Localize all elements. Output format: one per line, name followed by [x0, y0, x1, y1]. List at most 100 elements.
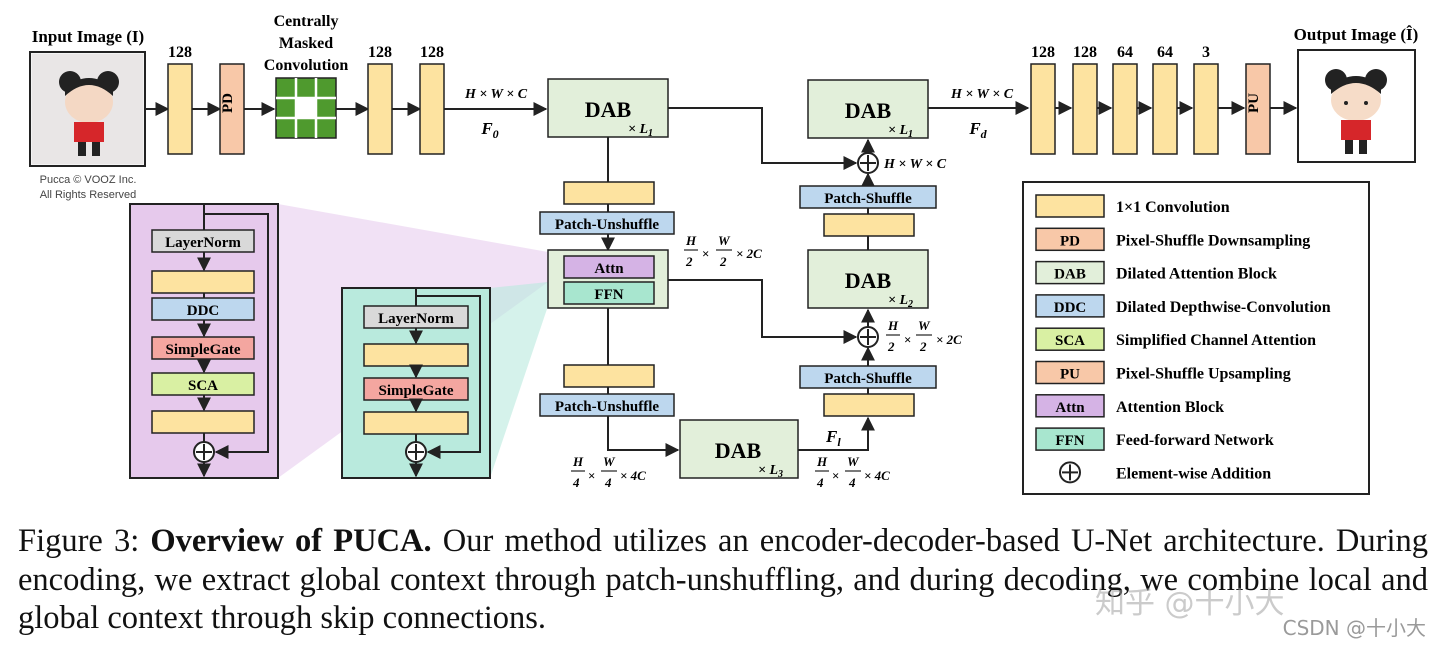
- legend-swatch: [1035, 394, 1105, 418]
- legend-text: Pixel-Shuffle Upsampling: [1116, 366, 1291, 383]
- svg-text:4: 4: [572, 475, 580, 490]
- svg-text:H: H: [887, 318, 899, 333]
- dec-channel-label: 3: [1202, 44, 1210, 61]
- conv1x1-block: [823, 393, 915, 417]
- centrally-masked-line: Convolution: [264, 57, 349, 74]
- legend-swatch: [1035, 427, 1105, 451]
- conv1x1-block: [419, 63, 445, 155]
- legend-text: 1×1 Convolution: [1116, 199, 1230, 216]
- legend-text: Feed-forward Network: [1116, 432, 1274, 449]
- dab-level: × L2: [888, 293, 913, 310]
- caption-body: Our method utilizes an encoder-decoder-b…: [18, 523, 1428, 636]
- legend-key: SCA: [1055, 333, 1085, 349]
- arrow-to-dab3: [607, 416, 680, 457]
- patch-shuffle-label: Patch-Shuffle: [824, 191, 912, 207]
- centrally-masked-line: Masked: [279, 35, 333, 52]
- caption-title: Overview of PUCA.: [150, 523, 432, 559]
- legend-item: DDC Dilated Depthwise-Convolution: [1035, 294, 1331, 318]
- legend-text: Dilated Depthwise-Convolution: [1116, 299, 1331, 316]
- centrally-masked-line: Centrally: [274, 13, 339, 30]
- dab-block-l2: [807, 249, 929, 309]
- enc-channel-label: 128: [420, 44, 444, 61]
- legend-key: DAB: [1054, 267, 1086, 283]
- enc-channel-label: 128: [168, 44, 192, 61]
- ffn-label: FFN: [594, 287, 623, 303]
- conv1x1-block: [151, 270, 255, 294]
- zhihu-watermark: 知乎 @十小大: [1095, 586, 1285, 621]
- conv1x1-block: [1152, 63, 1178, 155]
- skip-connection-2: [668, 279, 858, 344]
- legend-item: SCA Simplified Channel Attention: [1035, 327, 1316, 351]
- patch-unshuffle-label: Patch-Unshuffle: [555, 399, 660, 415]
- caption-prefix: Figure 3:: [18, 523, 151, 559]
- conv1x1-block: [363, 343, 469, 367]
- conv1x1-block: [151, 410, 255, 434]
- svg-text:W: W: [918, 318, 931, 333]
- dim-half-suffix: × 2C: [736, 246, 762, 261]
- legend-key: DDC: [1054, 300, 1087, 316]
- puca-architecture-diagram: Input Image (I) Pucca © VOOZ Inc. All Ri…: [29, 13, 1418, 495]
- dim-half-label: H: [685, 233, 697, 248]
- dab-label: DAB: [585, 97, 632, 122]
- f0-label: F0: [480, 119, 498, 141]
- ffn-block: [563, 281, 655, 305]
- svg-text:×: ×: [588, 468, 595, 483]
- legend-key: FFN: [1055, 433, 1084, 449]
- legend-item: FFN Feed-forward Network: [1035, 427, 1274, 451]
- legend-item: Attn Attention Block: [1035, 394, 1224, 418]
- conv1x1-block: [367, 63, 393, 155]
- legend-swatch: [1035, 227, 1105, 252]
- svg-text:2: 2: [919, 339, 927, 354]
- legend-text: Dilated Attention Block: [1116, 266, 1277, 283]
- dec-channel-label: 64: [1157, 44, 1173, 61]
- legend-text: Pixel-Shuffle Downsampling: [1116, 232, 1310, 249]
- block1-label: SimpleGate: [166, 342, 241, 358]
- legend-key: PD: [1060, 233, 1080, 249]
- zoom-fan-green: [490, 282, 548, 478]
- dab-label: DAB: [715, 438, 762, 463]
- block2-label: SimpleGate: [379, 383, 454, 399]
- block1-label: SCA: [188, 378, 218, 394]
- dab-block-l3: [679, 419, 799, 479]
- dec-channel-label: 64: [1117, 44, 1133, 61]
- csdn-watermark: CSDN @十小大: [1282, 616, 1426, 640]
- pd-label: PD: [220, 93, 236, 113]
- svg-text:4: 4: [604, 475, 612, 490]
- legend-key: Attn: [1055, 400, 1085, 416]
- legend-item: DAB Dilated Attention Block: [1035, 260, 1277, 285]
- dim-hwc-label: H × W × C: [950, 87, 1014, 102]
- line-dab3-up: [798, 416, 875, 451]
- legend-item: Element-wise Addition: [1059, 461, 1271, 484]
- conv1x1-block: [1072, 63, 1098, 155]
- conv1x1-block: [167, 63, 193, 155]
- pd-block: [219, 63, 245, 155]
- credit-line-2: All Rights Reserved: [40, 189, 137, 201]
- conv1x1-block: [1193, 63, 1219, 155]
- fl-label: Fl: [825, 427, 841, 449]
- svg-text:2: 2: [685, 254, 693, 269]
- dim-half-suffix: × 2C: [936, 332, 962, 347]
- dab-block-dec-1: [807, 79, 929, 139]
- patch-shuffle-label: Patch-Shuffle: [824, 371, 912, 387]
- svg-text:W: W: [847, 454, 860, 469]
- dab-level: × L1: [628, 122, 653, 139]
- attn-label: Attn: [594, 261, 624, 277]
- legend-text: Attention Block: [1116, 399, 1224, 416]
- svg-text:×: ×: [832, 468, 839, 483]
- legend-text: Simplified Channel Attention: [1116, 332, 1316, 349]
- credit-line-1: Pucca © VOOZ Inc.: [40, 174, 137, 186]
- conv1x1-block: [1112, 63, 1138, 155]
- skip-connection-1: [668, 107, 858, 170]
- conv1x1-block: [823, 213, 915, 237]
- svg-text:W: W: [718, 233, 731, 248]
- enc-channel-label: 128: [368, 44, 392, 61]
- block1-label: DDC: [187, 303, 220, 319]
- dec-channel-label: 128: [1031, 44, 1055, 61]
- dim-quarter-suffix: × 4C: [864, 468, 890, 483]
- input-image-label: Input Image (I): [32, 27, 144, 46]
- patch-unshuffle-label: Patch-Unshuffle: [555, 217, 660, 233]
- legend-item: 1×1 Convolution: [1035, 194, 1230, 218]
- svg-text:×: ×: [702, 246, 709, 261]
